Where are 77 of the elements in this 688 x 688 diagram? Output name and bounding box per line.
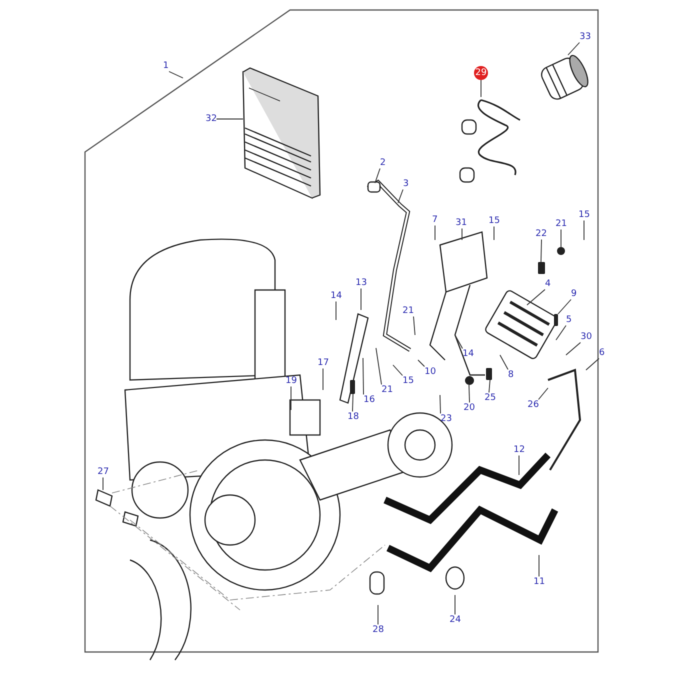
callout-number: 9 xyxy=(571,288,577,300)
callout-number: 8 xyxy=(508,370,514,380)
leader-line xyxy=(440,394,441,414)
callout-number: 18 xyxy=(348,412,359,422)
callout-number: 2 xyxy=(380,158,386,168)
callout-number: 4 xyxy=(545,278,551,290)
callout-number: 11 xyxy=(534,576,545,588)
callout-number: 21 xyxy=(382,384,393,396)
leader-line xyxy=(418,360,425,367)
callout-number: 33 xyxy=(580,32,591,42)
leader-line xyxy=(566,342,581,356)
leader-line xyxy=(468,384,470,403)
leader-line xyxy=(398,189,404,204)
callout-number: 21 xyxy=(402,306,414,316)
leader-line xyxy=(454,594,456,615)
callout-number: 1 xyxy=(163,60,169,72)
leader-line xyxy=(556,325,566,340)
callout-number: 22 xyxy=(536,228,547,240)
leader-line xyxy=(352,394,354,412)
callout-number: 13 xyxy=(356,278,367,288)
leader-line xyxy=(538,388,548,400)
callout-number: 32 xyxy=(206,114,217,124)
callout-number: 16 xyxy=(364,394,375,406)
leader-line xyxy=(360,288,362,310)
nut xyxy=(557,247,565,255)
callout-number: 25 xyxy=(484,392,496,404)
leader-line xyxy=(374,168,380,184)
leader-line xyxy=(586,358,600,370)
leader-line xyxy=(538,554,540,577)
callout-number: 24 xyxy=(450,614,461,626)
nut xyxy=(465,376,474,385)
leader-line xyxy=(362,358,364,395)
callout-number: 19 xyxy=(286,376,297,386)
callout-number: 20 xyxy=(464,402,475,414)
callout-number: 26 xyxy=(528,400,539,410)
callout-number: 23 xyxy=(440,414,452,424)
bolt xyxy=(554,314,558,326)
leader-line xyxy=(434,225,436,240)
callout-number: 6 xyxy=(599,348,605,358)
leader-line xyxy=(168,71,184,78)
callout-number: 15 xyxy=(488,216,500,226)
callout-number: 31 xyxy=(456,218,467,228)
callout-number: 3 xyxy=(403,178,409,190)
leader-line xyxy=(392,364,403,376)
callout-number: 27 xyxy=(98,466,109,478)
callout-number: 15 xyxy=(578,210,590,220)
callout-number: 5 xyxy=(566,314,572,326)
bolt xyxy=(486,368,492,380)
leader-line xyxy=(558,299,572,314)
callout-number: 21 xyxy=(556,218,567,230)
callout-number: 12 xyxy=(514,444,525,456)
bolt xyxy=(350,380,355,394)
bolt xyxy=(538,262,545,274)
leader-line xyxy=(540,239,542,262)
leader-line xyxy=(560,229,562,248)
leader-line xyxy=(526,289,546,306)
leader-line xyxy=(488,380,490,393)
callout-number: 14 xyxy=(330,290,342,302)
callout-number: 17 xyxy=(318,358,329,368)
leader-line xyxy=(500,354,508,370)
callout-number: 7 xyxy=(432,214,438,226)
leader-line xyxy=(102,477,104,490)
callout-number: 30 xyxy=(580,332,592,342)
leader-line xyxy=(216,118,244,120)
leader-line xyxy=(376,348,382,385)
leader-line xyxy=(290,386,292,410)
callout-number: 10 xyxy=(424,366,436,378)
leader-line xyxy=(322,368,324,390)
callout-number: 14 xyxy=(462,348,474,360)
leader-line xyxy=(518,455,520,476)
leader-line xyxy=(413,316,416,336)
callout-number: 29 xyxy=(474,66,488,80)
leader-line xyxy=(568,42,580,56)
callout-number: 15 xyxy=(402,376,414,386)
leader-line xyxy=(454,334,463,349)
leader-line xyxy=(480,80,482,98)
callout-number: 28 xyxy=(372,624,384,636)
